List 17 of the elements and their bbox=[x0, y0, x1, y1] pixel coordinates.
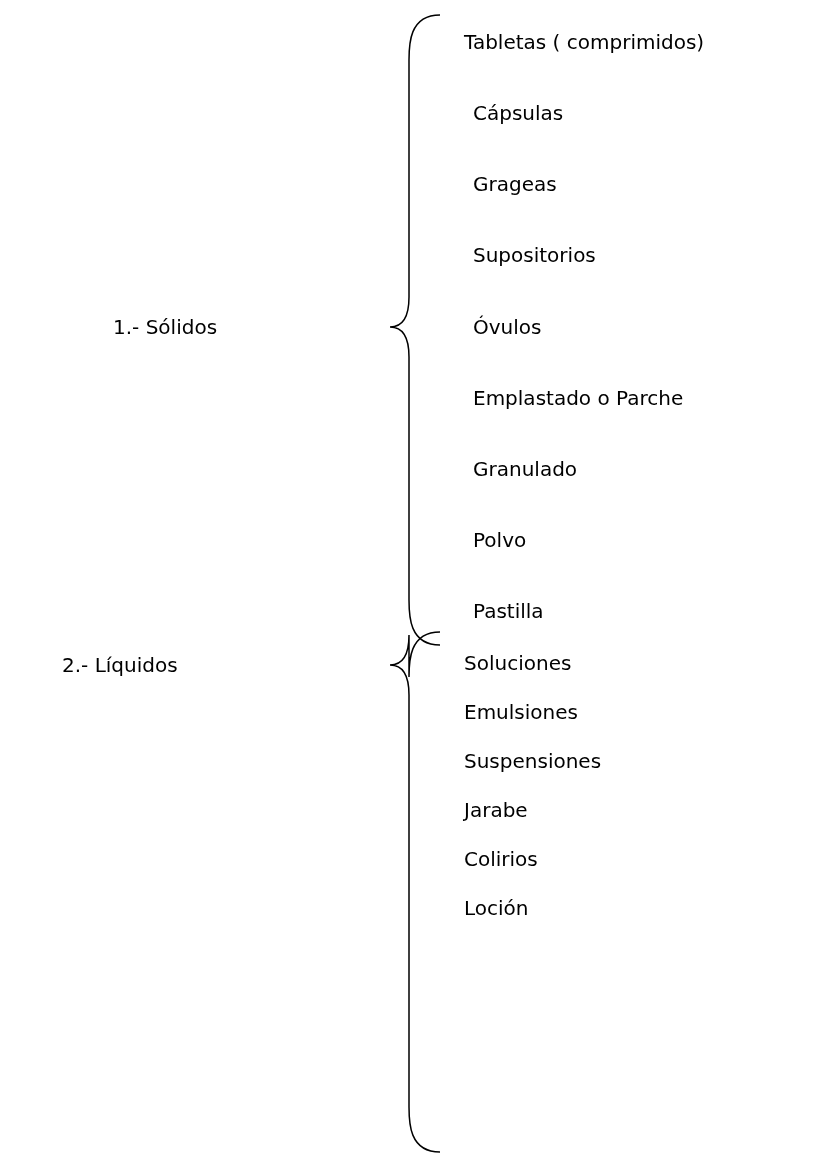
category-text: Jarabe bbox=[464, 798, 528, 822]
category-text: Soluciones bbox=[464, 651, 572, 675]
category-text: Colirios bbox=[464, 847, 538, 871]
category-text: Granulado bbox=[473, 457, 578, 481]
category-text: Cápsulas bbox=[473, 101, 564, 125]
category-text: Pastilla bbox=[473, 599, 544, 623]
category-text: Óvulos bbox=[473, 315, 542, 339]
category-text: Supositorios bbox=[473, 243, 596, 267]
category-text: Suspensiones bbox=[464, 749, 602, 773]
category-text: 2.- Líquidos bbox=[62, 653, 178, 677]
category-text: Emulsiones bbox=[464, 700, 578, 724]
category-text: Polvo bbox=[473, 528, 527, 552]
category-text: Loción bbox=[464, 896, 529, 920]
category-text: Emplastado o Parche bbox=[473, 386, 684, 410]
category-text: Tabletas ( comprimidos) bbox=[464, 30, 705, 54]
category-text: Grageas bbox=[473, 172, 557, 196]
category-text: 1.- Sólidos bbox=[113, 315, 218, 339]
